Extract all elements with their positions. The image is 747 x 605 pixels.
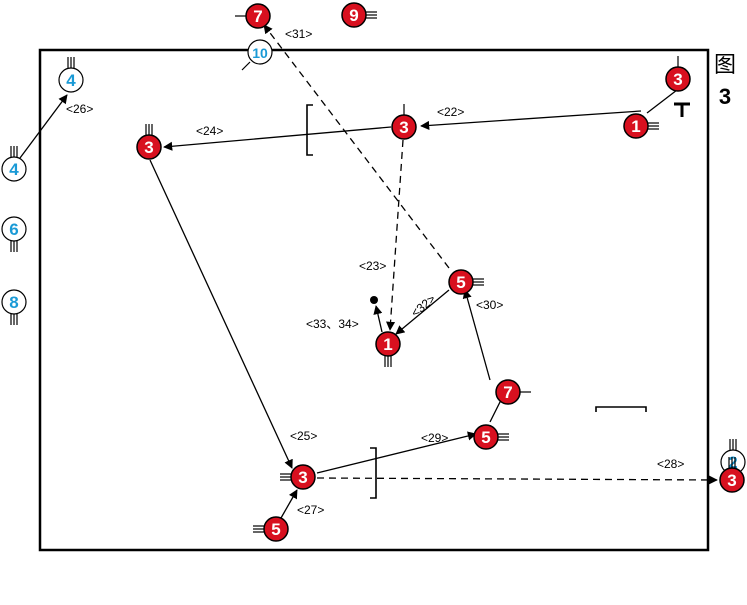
player-r3-bot: 3 (280, 464, 316, 490)
player-marker (1, 216, 27, 242)
player-number: 9 (349, 6, 358, 25)
line-33-34 (373, 305, 383, 333)
player-b6: 6 (1, 216, 27, 252)
player-b4-b: 4 (1, 146, 27, 182)
line-29 (316, 431, 477, 474)
player-marker (1, 289, 27, 315)
player-number: 3 (298, 468, 307, 487)
line-r5low-r7mid (489, 397, 503, 423)
label-30: <30> (476, 298, 503, 312)
label-28: <28> (657, 457, 684, 471)
player-r9-top: 9 (341, 2, 377, 28)
movement-lines (19, 89, 678, 519)
label-23: <23> (359, 259, 386, 273)
line-25 (149, 159, 293, 469)
dashed-lines (263, 24, 718, 485)
line-30 (462, 289, 491, 381)
player-r3-top: 3 (391, 104, 417, 140)
label-29: <29> (421, 431, 448, 445)
screen-marker-bottom (370, 447, 377, 499)
player-number: 5 (456, 273, 465, 292)
line-28 (316, 475, 718, 485)
player-number: 7 (503, 383, 512, 402)
player-number: 5 (481, 428, 490, 447)
player-b2: 2 (720, 439, 746, 475)
line-23 (386, 139, 404, 331)
player-number: 5 (271, 520, 280, 539)
player-r5-mid: 5 (448, 269, 484, 295)
ball (370, 296, 378, 304)
player-marker (245, 3, 271, 29)
player-b10: 10 (241, 39, 273, 71)
player-number: 3 (727, 471, 736, 490)
player-number: 4 (66, 71, 76, 90)
figure-label-num: 3 (719, 84, 731, 109)
line-31 (263, 24, 450, 269)
player-marker (58, 67, 84, 93)
label-26: <26> (66, 102, 93, 116)
label-25: <25> (290, 429, 317, 443)
player-marker (1, 156, 27, 182)
player-marker (448, 269, 474, 295)
player-number: 7 (253, 7, 262, 26)
player-marker (473, 424, 499, 450)
player-number: 1 (383, 335, 392, 354)
line-26 (19, 94, 68, 159)
player-r5-bot: 5 (253, 516, 289, 542)
player-r1-mid: 1 (375, 331, 401, 367)
player-r7-mid: 7 (495, 379, 531, 405)
player-r1-tr: 1 (623, 113, 659, 139)
player-number: 3 (673, 70, 682, 89)
label-33-34: <33、34> (306, 317, 359, 331)
player-r3-tr: 3 (665, 56, 691, 92)
player-marker (623, 113, 649, 139)
player-number: 3 (399, 118, 408, 137)
label-24: <24> (196, 124, 223, 138)
player-marker (341, 2, 367, 28)
player-marker (719, 467, 745, 493)
figure-label-char: 图 (714, 52, 736, 77)
player-marker (495, 379, 521, 405)
label-32: <32> (408, 292, 438, 320)
player-number: 3 (144, 138, 153, 157)
player-r7-top: 7 (235, 3, 271, 29)
player-b4-a: 4 (58, 57, 84, 93)
player-marker (263, 516, 289, 542)
player-r5-low: 5 (473, 424, 509, 450)
player-marker (665, 66, 691, 92)
screen-marker-right (595, 406, 647, 412)
player-marker (375, 331, 401, 357)
line-22 (420, 110, 642, 130)
player-number: 1 (631, 117, 640, 136)
line-32 (395, 289, 450, 335)
t-marker (674, 102, 690, 117)
player-number: 6 (9, 220, 18, 239)
player-r3-left: 3 (136, 124, 162, 160)
label-31: <31> (285, 27, 312, 41)
player-marker (247, 39, 273, 65)
player-number: 4 (9, 160, 19, 179)
field-boundary (38, 48, 710, 552)
player-marker (391, 114, 417, 140)
line-24 (163, 126, 392, 151)
player-marker (290, 464, 316, 490)
player-b8: 8 (1, 289, 27, 325)
player-number: 10 (252, 45, 268, 61)
line-r3tr-r1tr (646, 89, 678, 114)
label-22: <22> (437, 105, 464, 119)
line-27 (280, 489, 298, 519)
screen-marker-top (306, 104, 313, 156)
player-r3-br: 3 (719, 457, 745, 493)
player-number: 8 (9, 293, 18, 312)
player-number: 2 (728, 453, 737, 472)
labels-layer: <31> <26> <22> <24> <23> <32> <30> <33、3… (66, 27, 684, 517)
label-27: <27> (297, 503, 324, 517)
player-marker (136, 134, 162, 160)
